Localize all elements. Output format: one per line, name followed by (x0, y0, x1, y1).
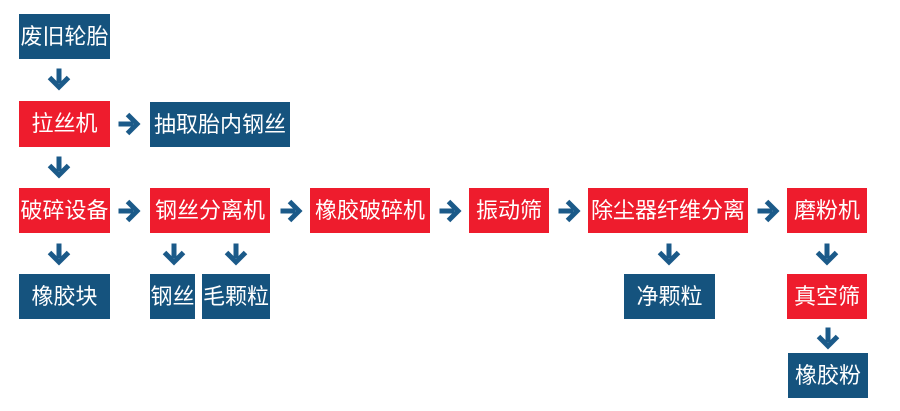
node-dust-collector-fiber-separation: 除尘器纤维分离 (588, 188, 748, 233)
arrow-right-icon (557, 198, 581, 224)
node-crushing-equipment: 破碎设备 (19, 188, 110, 233)
node-clean-granules: 净颗粒 (624, 274, 715, 319)
arrow-down-icon (161, 242, 187, 266)
arrow-down-icon (46, 67, 72, 91)
node-extract-tire-steel-wire: 抽取胎内钢丝 (150, 102, 290, 147)
node-rubber-blocks: 橡胶块 (19, 274, 110, 319)
node-coarse-granules: 毛颗粒 (202, 274, 270, 319)
node-steel-wire-separator: 钢丝分离机 (150, 188, 270, 233)
node-vacuum-screen: 真空筛 (787, 274, 867, 319)
arrow-right-icon (117, 111, 141, 137)
arrow-right-icon (279, 198, 303, 224)
arrow-down-icon (223, 242, 249, 266)
arrow-right-icon (438, 198, 462, 224)
node-grinding-machine: 磨粉机 (787, 188, 867, 233)
node-steel-wire: 钢丝 (150, 274, 195, 319)
node-rubber-powder: 橡胶粉 (788, 353, 868, 398)
arrow-right-icon (756, 198, 780, 224)
arrow-down-icon (815, 326, 841, 350)
node-vibrating-screen: 振动筛 (469, 188, 549, 233)
node-waste-tires: 废旧轮胎 (19, 14, 110, 59)
arrow-down-icon (656, 242, 682, 266)
arrow-down-icon (46, 242, 72, 266)
arrow-down-icon (46, 155, 72, 179)
arrow-down-icon (814, 242, 840, 266)
node-rubber-crusher: 橡胶破碎机 (310, 188, 430, 233)
node-wire-drawing-machine: 拉丝机 (19, 101, 110, 147)
arrow-right-icon (117, 198, 141, 224)
